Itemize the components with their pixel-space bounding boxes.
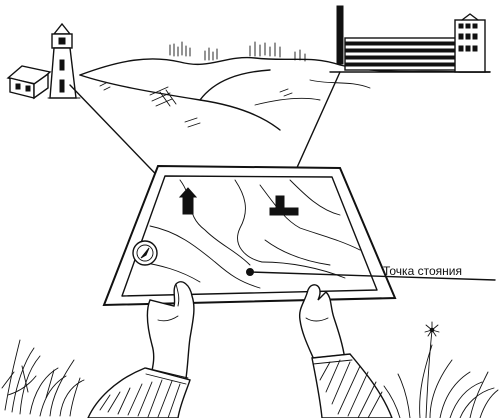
- water-tower-icon: [47, 22, 81, 99]
- contour-lines: [139, 179, 361, 289]
- map-tower-symbol: [178, 187, 198, 215]
- house-icon: [6, 65, 52, 100]
- right-arm: [311, 353, 393, 418]
- factory-icon: [329, 5, 491, 73]
- standing-point-callout: Точка стояния: [249, 264, 496, 281]
- map-board: [102, 164, 397, 307]
- right-hand: [298, 284, 346, 363]
- map-factory-symbol: [269, 195, 299, 216]
- standing-point-label: Точка стояния: [383, 264, 462, 278]
- left-arm: [87, 367, 191, 418]
- left-hand: [146, 281, 195, 386]
- compass-icon: [132, 240, 158, 266]
- flower-icon: [424, 321, 440, 418]
- grass-left: [1, 339, 85, 417]
- grass-right: [383, 344, 499, 418]
